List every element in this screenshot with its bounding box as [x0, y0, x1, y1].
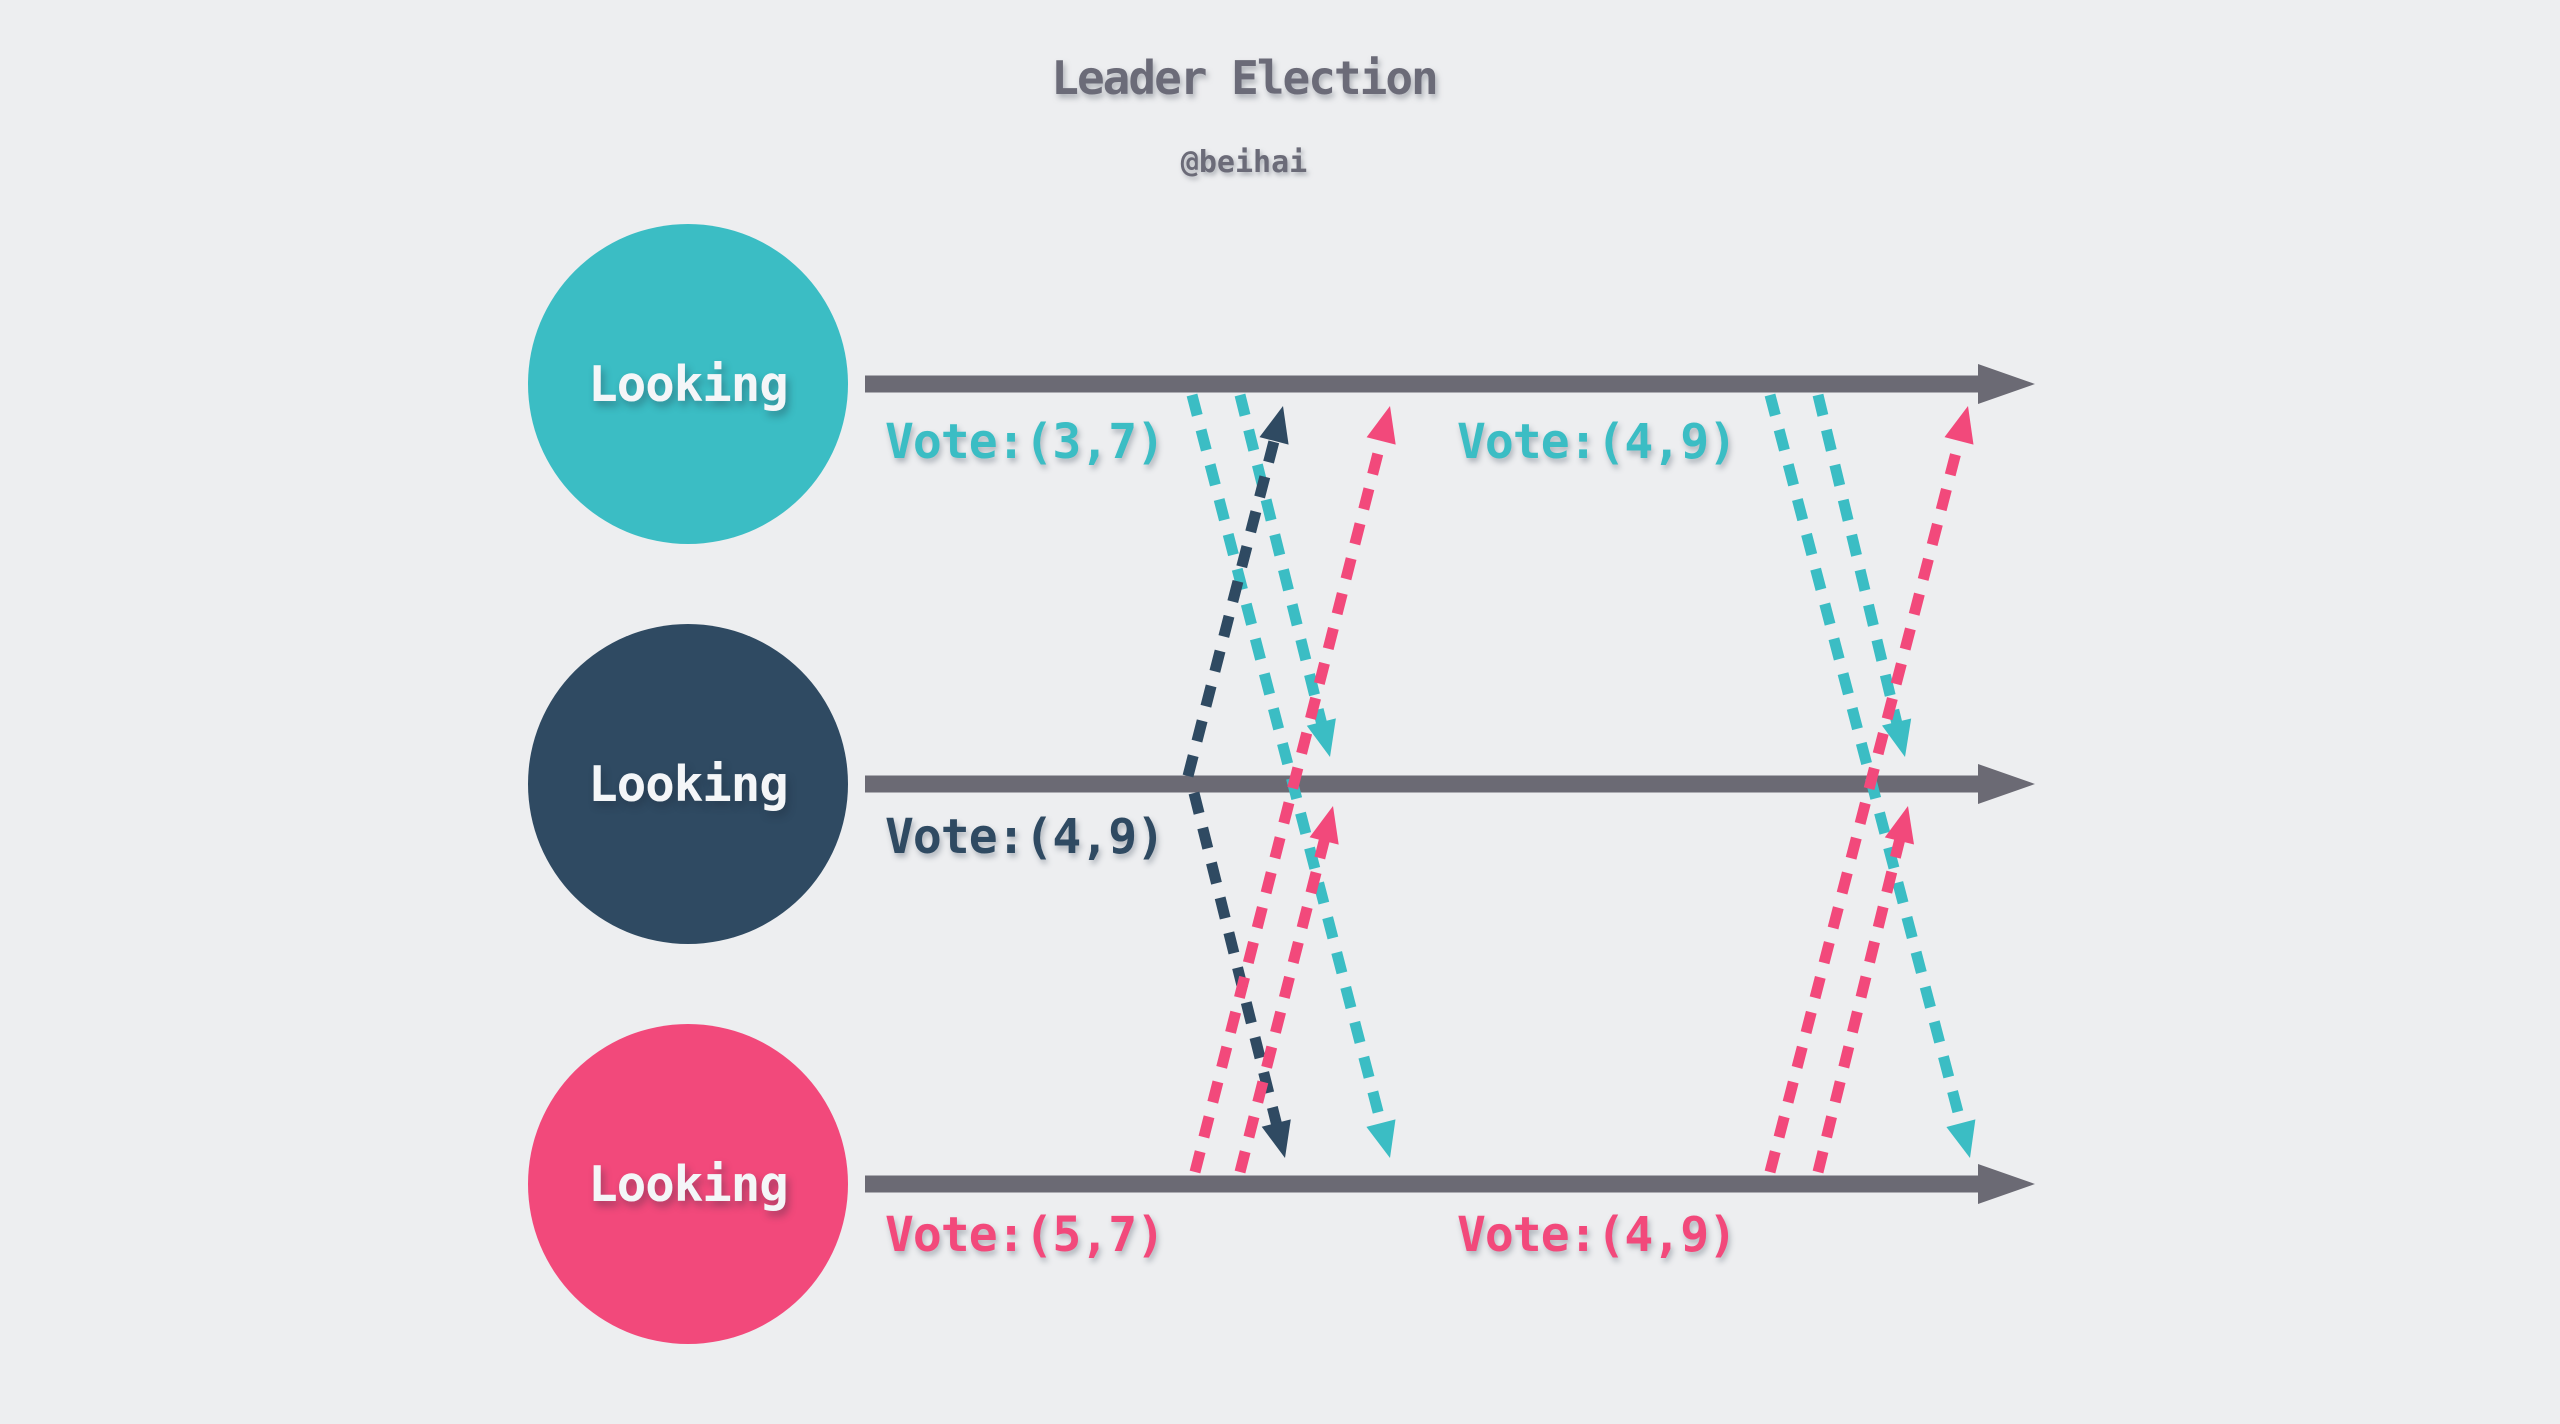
message-arrowhead-r1-vote-n3-to-n1: [1366, 406, 1396, 445]
timeline-arrowhead-node-3: [1978, 1164, 2035, 1204]
node-1-state-label: Looking: [588, 355, 789, 413]
message-arrowhead-r1-vote-n2-to-n3: [1261, 1119, 1291, 1158]
message-arrow-r1-vote-n2-to-n1: [1182, 437, 1280, 778]
message-arrow-r2-vote-n3-to-n1: [1764, 437, 1965, 1174]
node-3-state-label: Looking: [588, 1155, 789, 1213]
message-arrow-r1-vote-n2-to-n3: [1188, 791, 1283, 1127]
timeline-arrowhead-node-2: [1978, 764, 2035, 804]
node-2-circle: Looking: [528, 624, 848, 944]
timeline-arrowhead-node-1: [1978, 364, 2035, 404]
node-1-circle: Looking: [528, 224, 848, 544]
page-title: Leader Election: [1051, 51, 1438, 105]
vote-label-node2-round1: Vote:(4,9): [885, 809, 1165, 865]
message-arrow-r1-vote-n1-to-n3: [1186, 393, 1387, 1127]
message-arrow-r2-vote-n1-to-n3: [1764, 393, 1967, 1127]
message-arrowhead-r2-vote-n1-to-n2: [1882, 718, 1912, 757]
message-arrow-r2-vote-n1-to-n2: [1812, 393, 1903, 726]
message-arrowhead-r1-vote-n1-to-n2: [1306, 718, 1336, 757]
message-arrowhead-r1-vote-n1-to-n3: [1366, 1119, 1396, 1158]
message-arrow-r1-vote-n1-to-n2: [1234, 393, 1328, 726]
message-arrowhead-r2-vote-n3-to-n1: [1944, 406, 1974, 445]
vote-label-node1-round1: Vote:(3,7): [885, 414, 1165, 470]
vote-label-node3-round1: Vote:(5,7): [885, 1207, 1165, 1263]
message-arrowhead-r2-vote-n3-to-n2: [1884, 806, 1914, 845]
vote-label-node1-round2: Vote:(4,9): [1457, 414, 1737, 470]
message-arrowhead-r1-vote-n3-to-n2: [1309, 806, 1339, 845]
node-3-circle: Looking: [528, 1024, 848, 1344]
message-arrow-r2-vote-n3-to-n2: [1812, 837, 1906, 1174]
vote-label-node3-round2: Vote:(4,9): [1457, 1207, 1737, 1263]
message-arrowhead-r1-vote-n2-to-n1: [1259, 406, 1289, 445]
node-2-state-label: Looking: [588, 755, 789, 813]
message-arrow-r1-vote-n3-to-n1: [1189, 437, 1387, 1174]
author-credit: @beihai: [1180, 145, 1308, 180]
message-arrowhead-r2-vote-n1-to-n3: [1946, 1119, 1976, 1158]
